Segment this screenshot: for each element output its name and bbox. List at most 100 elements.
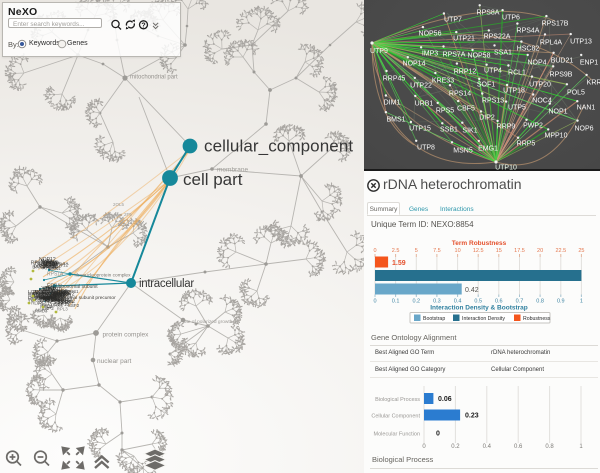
svg-text:RPS5: RPS5 — [436, 108, 454, 115]
svg-text:0.2: 0.2 — [451, 444, 460, 450]
svg-text:RPF2: RPF2 — [53, 293, 66, 299]
svg-text:20: 20 — [537, 248, 543, 254]
svg-text:RPS17B: RPS17B — [542, 21, 569, 28]
svg-text:Cellular Component: Cellular Component — [371, 414, 420, 420]
svg-text:RLP7: RLP7 — [58, 300, 72, 306]
svg-text:RPL4A: RPL4A — [540, 40, 563, 47]
svg-text:MAK5: MAK5 — [41, 258, 54, 263]
svg-text:SSF2: SSF2 — [49, 294, 61, 299]
svg-text:DBP10: DBP10 — [34, 264, 49, 269]
svg-text:0.6: 0.6 — [495, 299, 503, 305]
svg-text:LOC1: LOC1 — [47, 293, 60, 299]
svg-text:LSG1: LSG1 — [52, 296, 65, 302]
svg-text:2F5: 2F5 — [124, 212, 132, 217]
svg-text:RPS8A: RPS8A — [477, 10, 500, 17]
svg-text:RRP5: RRP5 — [517, 141, 536, 148]
svg-text:NOP14: NOP14 — [403, 61, 426, 68]
svg-text:RPS4A: RPS4A — [517, 28, 540, 35]
svg-text:RPL7B: RPL7B — [42, 266, 59, 272]
svg-text:BRX1: BRX1 — [49, 266, 62, 271]
svg-text:RPF2: RPF2 — [57, 290, 71, 296]
svg-text:RPL10: RPL10 — [39, 262, 55, 268]
svg-text:0: 0 — [373, 299, 376, 305]
svg-text:RRP1: RRP1 — [53, 292, 66, 297]
svg-text:12.5: 12.5 — [473, 248, 484, 254]
svg-text:MAK5: MAK5 — [44, 296, 58, 302]
svg-text:RPS9B: RPS9B — [550, 72, 573, 79]
svg-text:EBP2: EBP2 — [40, 294, 52, 299]
svg-text:MPP10: MPP10 — [545, 133, 568, 140]
svg-text:NMD3: NMD3 — [35, 308, 48, 313]
svg-text:1.59: 1.59 — [392, 260, 406, 267]
svg-text:NOP15: NOP15 — [32, 292, 48, 298]
svg-text:DIP2: DIP2 — [479, 115, 495, 122]
svg-text:SPB1: SPB1 — [45, 296, 58, 302]
svg-text:NOP15: NOP15 — [32, 294, 48, 300]
svg-text:Interaction Density: Interaction Density — [462, 316, 505, 322]
svg-text:DRS1: DRS1 — [67, 289, 79, 294]
svg-text:SQT1: SQT1 — [59, 294, 72, 300]
svg-text:DIM1: DIM1 — [384, 100, 401, 107]
svg-text:NOP12: NOP12 — [54, 262, 69, 267]
svg-text:YTM1: YTM1 — [33, 292, 45, 297]
svg-text:site of polarized growth: site of polarized growth — [183, 319, 233, 325]
svg-text:CIC1: CIC1 — [42, 295, 53, 300]
svg-text:17.5: 17.5 — [514, 248, 525, 254]
svg-text:UTP18: UTP18 — [503, 88, 525, 95]
svg-text:0.42: 0.42 — [465, 287, 479, 294]
svg-text:RLP24: RLP24 — [28, 296, 44, 302]
svg-text:0: 0 — [373, 248, 376, 254]
svg-text:HSC82: HSC82 — [517, 46, 540, 53]
svg-text:NOP56: NOP56 — [419, 31, 442, 38]
svg-text:NAN1: NAN1 — [577, 105, 596, 112]
svg-text:KRR1: KRR1 — [587, 80, 600, 87]
svg-text:LOC1: LOC1 — [46, 291, 59, 296]
svg-text:RPL10: RPL10 — [41, 265, 57, 271]
svg-text:RRP45: RRP45 — [383, 76, 406, 83]
svg-text:RPL10: RPL10 — [39, 288, 54, 293]
svg-text:SPB1: SPB1 — [53, 296, 65, 301]
svg-text:ARX1: ARX1 — [42, 287, 56, 293]
svg-text:SSF2: SSF2 — [62, 295, 74, 300]
svg-text:RPL8A: RPL8A — [54, 261, 69, 266]
svg-text:DRS1: DRS1 — [28, 291, 41, 297]
svg-text:POL5: POL5 — [567, 90, 585, 97]
svg-text:NSA1: NSA1 — [43, 294, 55, 299]
svg-text:SQT1: SQT1 — [51, 293, 64, 299]
svg-text:JJJ1: JJJ1 — [44, 291, 54, 296]
svg-text:SOF1: SOF1 — [477, 82, 495, 89]
svg-text:NOP4: NOP4 — [527, 60, 546, 67]
svg-text:MSN5: MSN5 — [453, 148, 473, 155]
svg-text:EBP2: EBP2 — [48, 295, 61, 301]
svg-text:SPB1: SPB1 — [56, 290, 70, 296]
svg-text:NSA2: NSA2 — [46, 260, 59, 266]
svg-text:SSF1: SSF1 — [39, 288, 51, 293]
svg-text:MAK21: MAK21 — [48, 293, 65, 299]
svg-text:ERB1: ERB1 — [40, 298, 53, 304]
svg-text:URB1: URB1 — [415, 101, 434, 108]
svg-text:UTP7: UTP7 — [444, 17, 462, 24]
svg-text:NSA2: NSA2 — [36, 308, 49, 313]
svg-text:NOG1: NOG1 — [35, 260, 48, 265]
svg-text:ENP1: ENP1 — [580, 60, 598, 67]
svg-text:UTP9: UTP9 — [370, 48, 388, 55]
svg-text:UTP10: UTP10 — [495, 165, 517, 172]
svg-text:0: 0 — [422, 444, 426, 450]
svg-text:ribosomal subunit: ribosomal subunit — [59, 284, 99, 290]
svg-text:BRX2: BRX2 — [35, 290, 47, 295]
svg-text:RRP12: RRP12 — [454, 69, 477, 76]
svg-text:0.5: 0.5 — [474, 299, 482, 305]
svg-text:1: 1 — [580, 299, 583, 305]
svg-text:intracellular: intracellular — [139, 278, 194, 290]
svg-text:UTP20: UTP20 — [28, 290, 45, 296]
svg-text:CBF5: CBF5 — [457, 106, 475, 113]
svg-text:SSB1: SSB1 — [440, 127, 458, 134]
svg-text:NOP58: NOP58 — [468, 53, 491, 60]
svg-text:0.4: 0.4 — [483, 444, 492, 450]
svg-text:MAK5: MAK5 — [51, 303, 64, 308]
svg-text:CIC1: CIC1 — [51, 289, 62, 295]
svg-text:UTP22: UTP22 — [410, 83, 432, 90]
svg-text:MAK21: MAK21 — [51, 298, 67, 303]
svg-text:DRS1: DRS1 — [43, 295, 56, 300]
svg-text:Robustness: Robustness — [523, 316, 551, 322]
